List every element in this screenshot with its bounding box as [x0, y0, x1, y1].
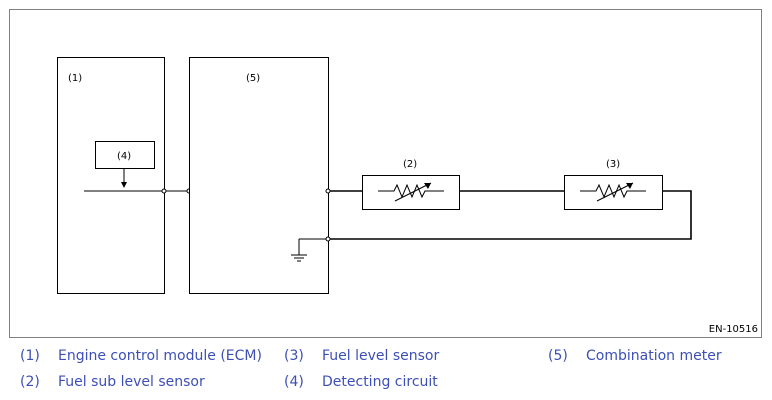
fuel-level-sensor-label: (3) [606, 159, 620, 170]
legend-number: (4) [284, 374, 304, 390]
variable-resistor-icon [378, 182, 444, 202]
figure-id: EN-10516 [709, 324, 758, 335]
legend-number: (2) [20, 374, 40, 390]
ecm-box [57, 57, 165, 294]
legend-text: Detecting circuit [322, 374, 438, 390]
legend-number: (5) [548, 348, 568, 364]
legend-number: (3) [284, 348, 304, 364]
legend-text: Combination meter [586, 348, 722, 364]
fuel-sub-level-sensor-label: (2) [403, 159, 417, 170]
combination-meter-label: (5) [246, 73, 260, 84]
ground-icon [291, 254, 307, 262]
ecm-label: (1) [68, 73, 82, 84]
variable-resistor-icon [580, 182, 646, 202]
detecting-circuit-box [95, 141, 155, 169]
detecting-circuit-label: (4) [117, 151, 131, 162]
combination-meter-box [189, 57, 329, 294]
fuel-sub-level-sensor-box [362, 175, 460, 210]
wiring-diagram: (1) (4) (5) (2) (3) EN-10516 [9, 9, 762, 338]
return-wire [330, 190, 692, 240]
meter-ground-terminal [325, 236, 331, 242]
legend-text: Fuel sub level sensor [58, 374, 205, 390]
legend-text: Engine control module (ECM) [58, 348, 262, 364]
legend: (1) Engine control module (ECM) (2) Fuel… [0, 340, 772, 400]
legend-text: Fuel level sensor [322, 348, 440, 364]
detecting-arrow-head [121, 182, 127, 188]
legend-number: (1) [20, 348, 40, 364]
diagram-frame [9, 9, 762, 338]
meter-output-terminal [325, 188, 331, 194]
ecm-terminal [161, 188, 167, 194]
